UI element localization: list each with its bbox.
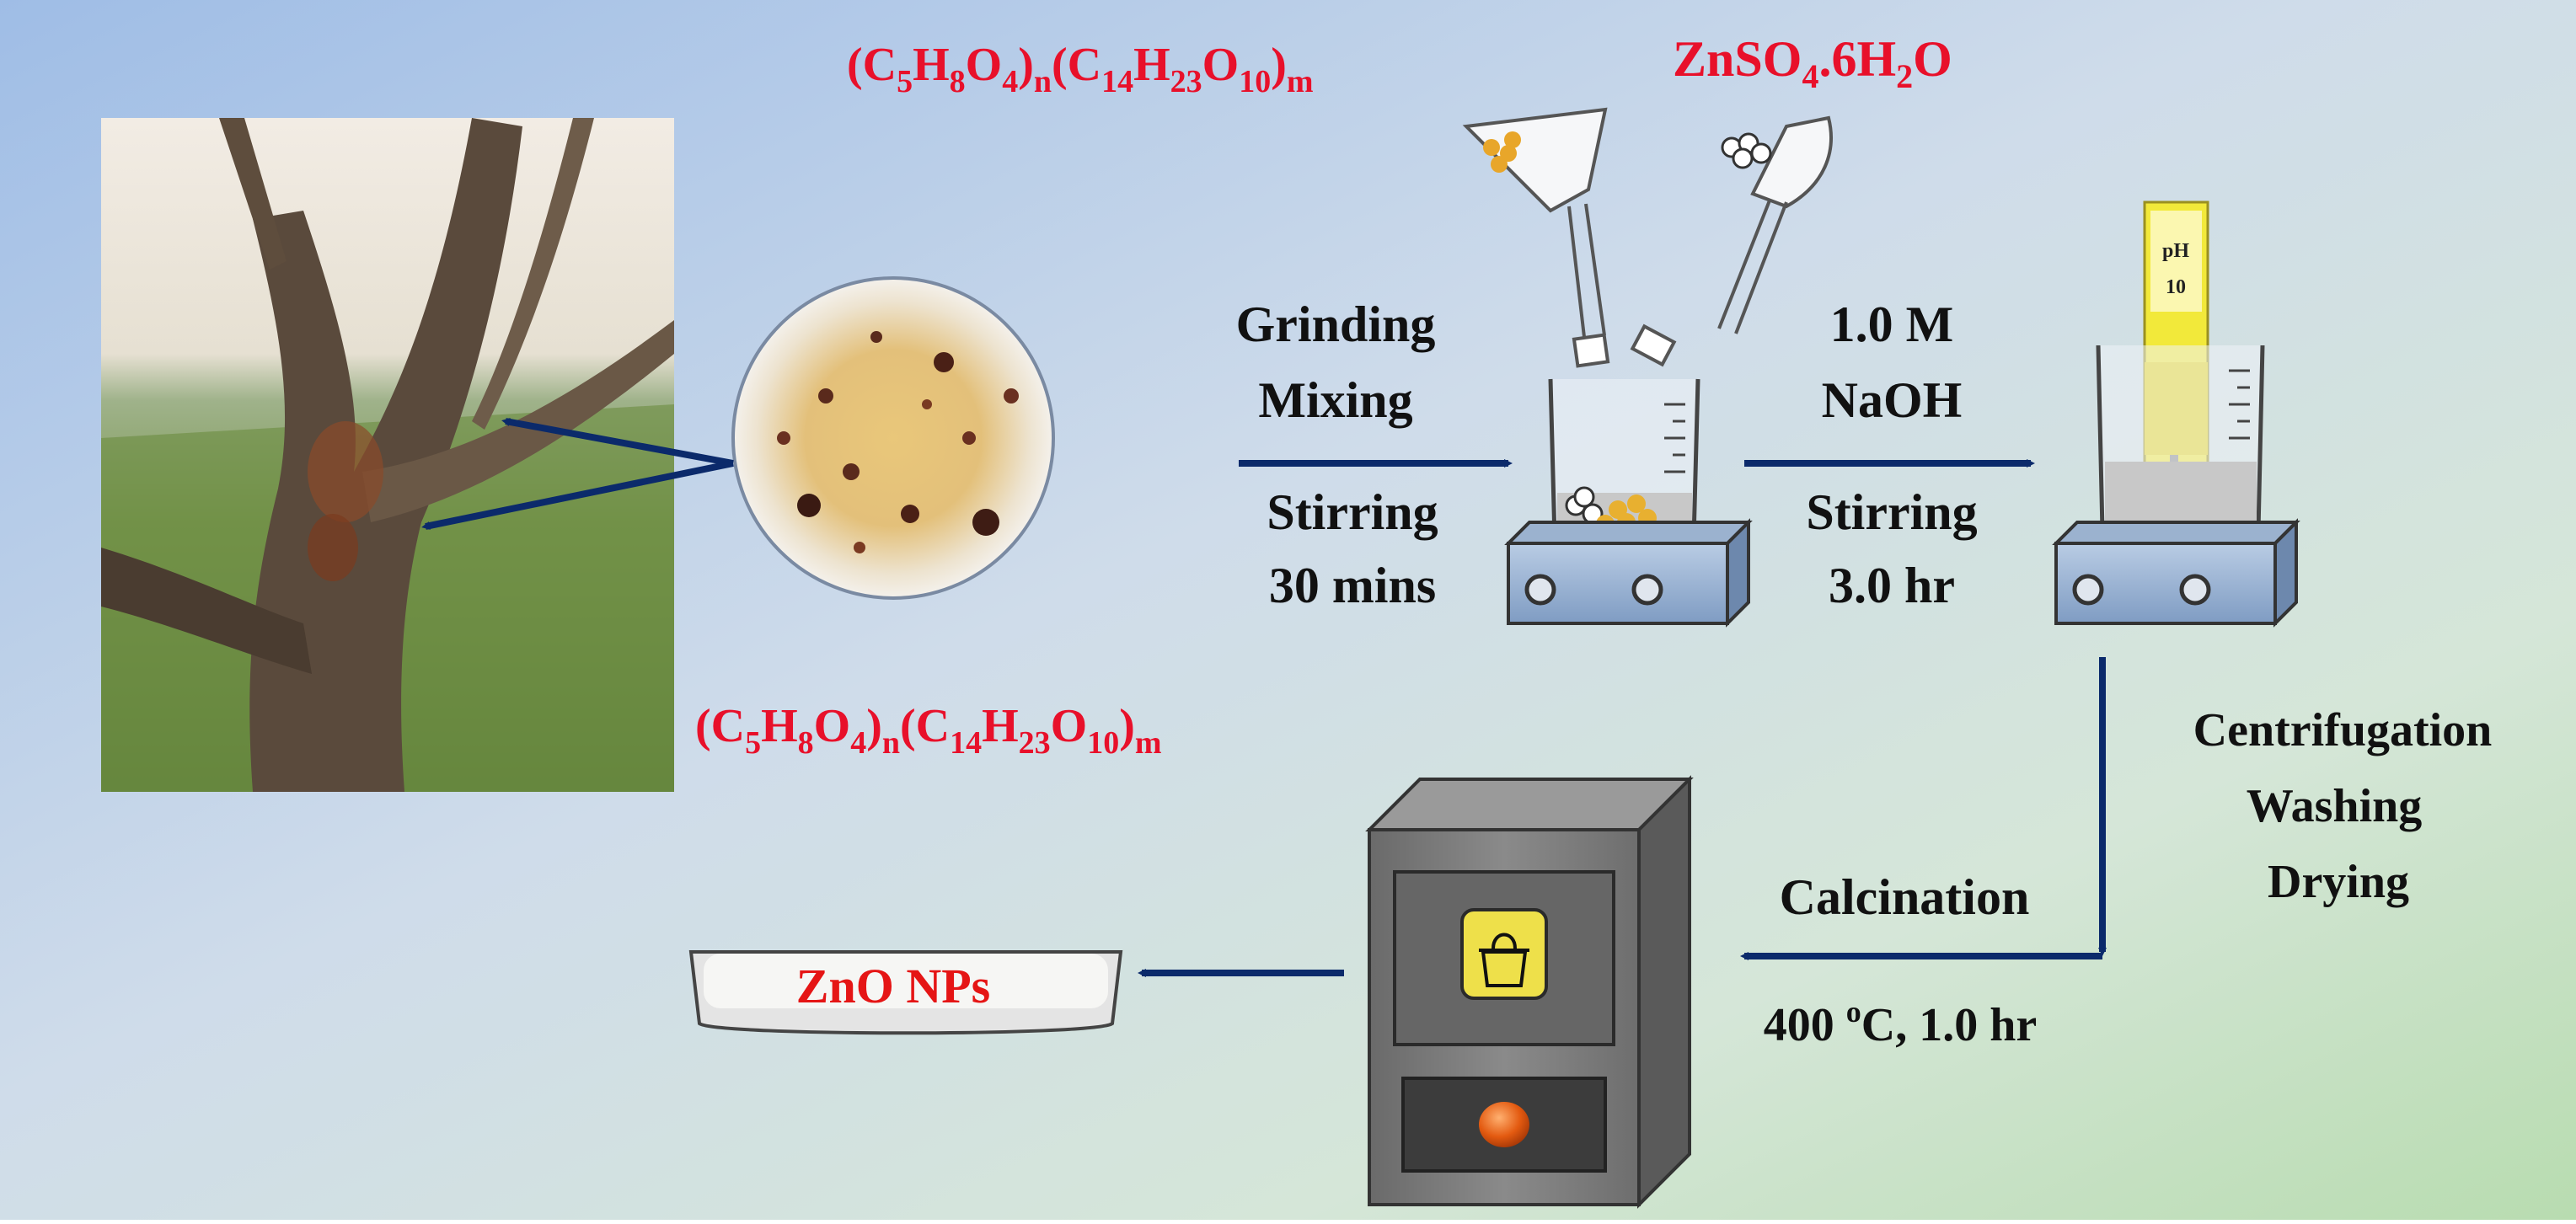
furnace	[1365, 775, 1694, 1209]
step2-line1: 1.0 M	[1830, 297, 1954, 352]
step3-line3: Drying	[2268, 856, 2409, 908]
step1-line3: Stirring	[1267, 484, 1438, 540]
step-calcination: Calcination 400 oC, 1.0 hr	[1740, 869, 2102, 1051]
step-centrifugation: Centrifugation Washing Drying	[2098, 657, 2493, 956]
gum-plate	[731, 276, 1055, 600]
product-dish: ZnO NPs	[688, 950, 1123, 1035]
hotplate-stirrer-1	[1504, 518, 1753, 628]
crucible-icon	[1479, 933, 1529, 987]
hotplate-stirrer-2	[2052, 518, 2300, 628]
zinc-salt-formula: ZnSO4.6H2O	[1673, 31, 1952, 95]
tree-photo	[101, 118, 674, 792]
step2-line2: NaOH	[1822, 372, 1963, 428]
plate-to-tree-arrows	[421, 417, 734, 530]
spatula-right	[1630, 115, 1833, 367]
step1-line1: Grinding	[1236, 297, 1436, 352]
step1-line4: 30 mins	[1269, 558, 1436, 613]
step-naoh: 1.0 M NaOH Stirring 3.0 hr	[1744, 297, 2035, 613]
beaker-mixing	[1548, 378, 1700, 542]
step2-line4: 3.0 hr	[1829, 558, 1955, 613]
furnace-knob	[1479, 1102, 1529, 1147]
step3-line1: Centrifugation	[2193, 704, 2493, 756]
formula-top: (C5H8O4)n(C14H23O10)m	[847, 39, 1314, 99]
beaker-ph	[2096, 345, 2265, 533]
step2-line3: Stirring	[1806, 484, 1977, 540]
formula-bottom: (C5H8O4)n(C14H23O10)m	[695, 700, 1162, 761]
step-grinding-mixing: Grinding Mixing Stirring 30 mins	[1236, 297, 1513, 613]
product-label: ZnO NPs	[796, 959, 990, 1013]
spatula-left	[1462, 107, 1610, 368]
step4-line1: Calcination	[1780, 869, 2030, 925]
ph-label: pH	[2162, 240, 2189, 262]
step4-temp: 400 oC, 1.0 hr	[1764, 995, 2037, 1051]
step1-line2: Mixing	[1258, 372, 1412, 428]
ph-value: 10	[2166, 276, 2186, 298]
step3-line2: Washing	[2247, 780, 2423, 832]
